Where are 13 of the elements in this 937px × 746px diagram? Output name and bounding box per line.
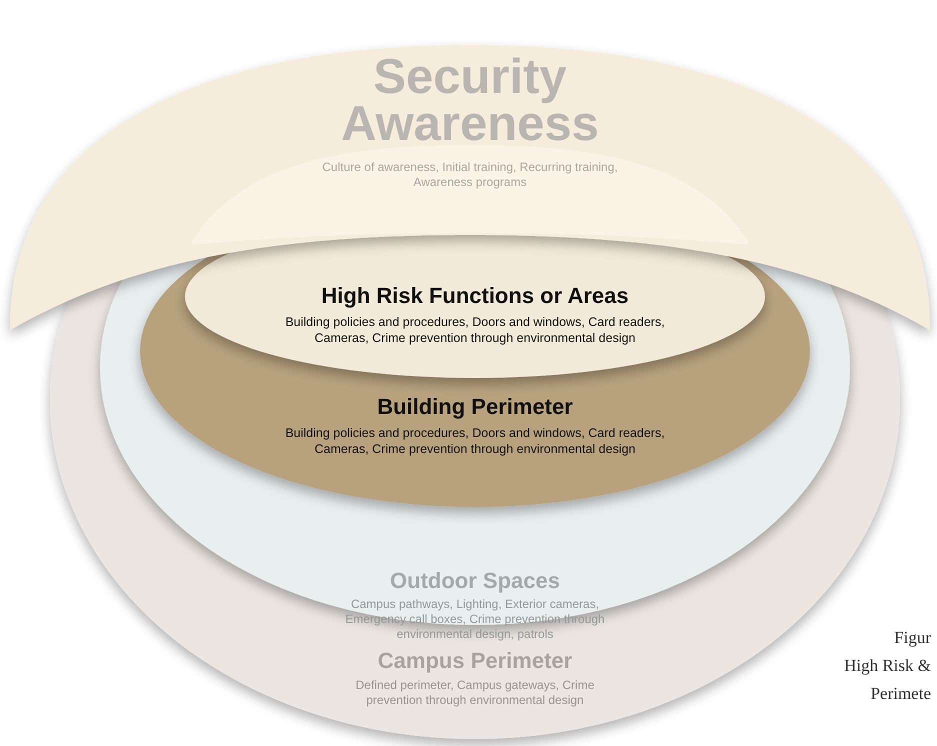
ring-description: Building policies and procedures, Doors and windows, Card readers, Cameras, Crime prevention through environmental design bbox=[285, 426, 665, 458]
ring-description: Culture of awareness, Initial training, Recurring training, Awareness programs bbox=[321, 160, 619, 190]
figure-caption-fragment: Figur bbox=[894, 628, 931, 648]
ring-heading: Outdoor Spaces bbox=[389, 568, 561, 594]
ring-description: Building policies and procedures, Doors and windows, Card readers, Cameras, Crime prevention through environmental design bbox=[285, 315, 665, 346]
ring-heading: Campus Perimeter bbox=[376, 648, 574, 674]
ring-description: Defined perimeter, Campus gateways, Crime prevention through environmental design bbox=[355, 678, 595, 708]
ring-heading: Security Awareness bbox=[340, 54, 600, 148]
ring-heading: High Risk Functions or Areas bbox=[320, 283, 630, 310]
figure-caption-fragment: Perimete bbox=[870, 684, 931, 704]
ring-heading: Building Perimeter bbox=[376, 394, 574, 420]
ring-description: Campus pathways, Lighting, Exterior cameras, Emergency call boxes, Crime prevention through environmental design, patrols bbox=[344, 597, 606, 642]
figure-caption-fragment: High Risk & bbox=[844, 656, 931, 676]
